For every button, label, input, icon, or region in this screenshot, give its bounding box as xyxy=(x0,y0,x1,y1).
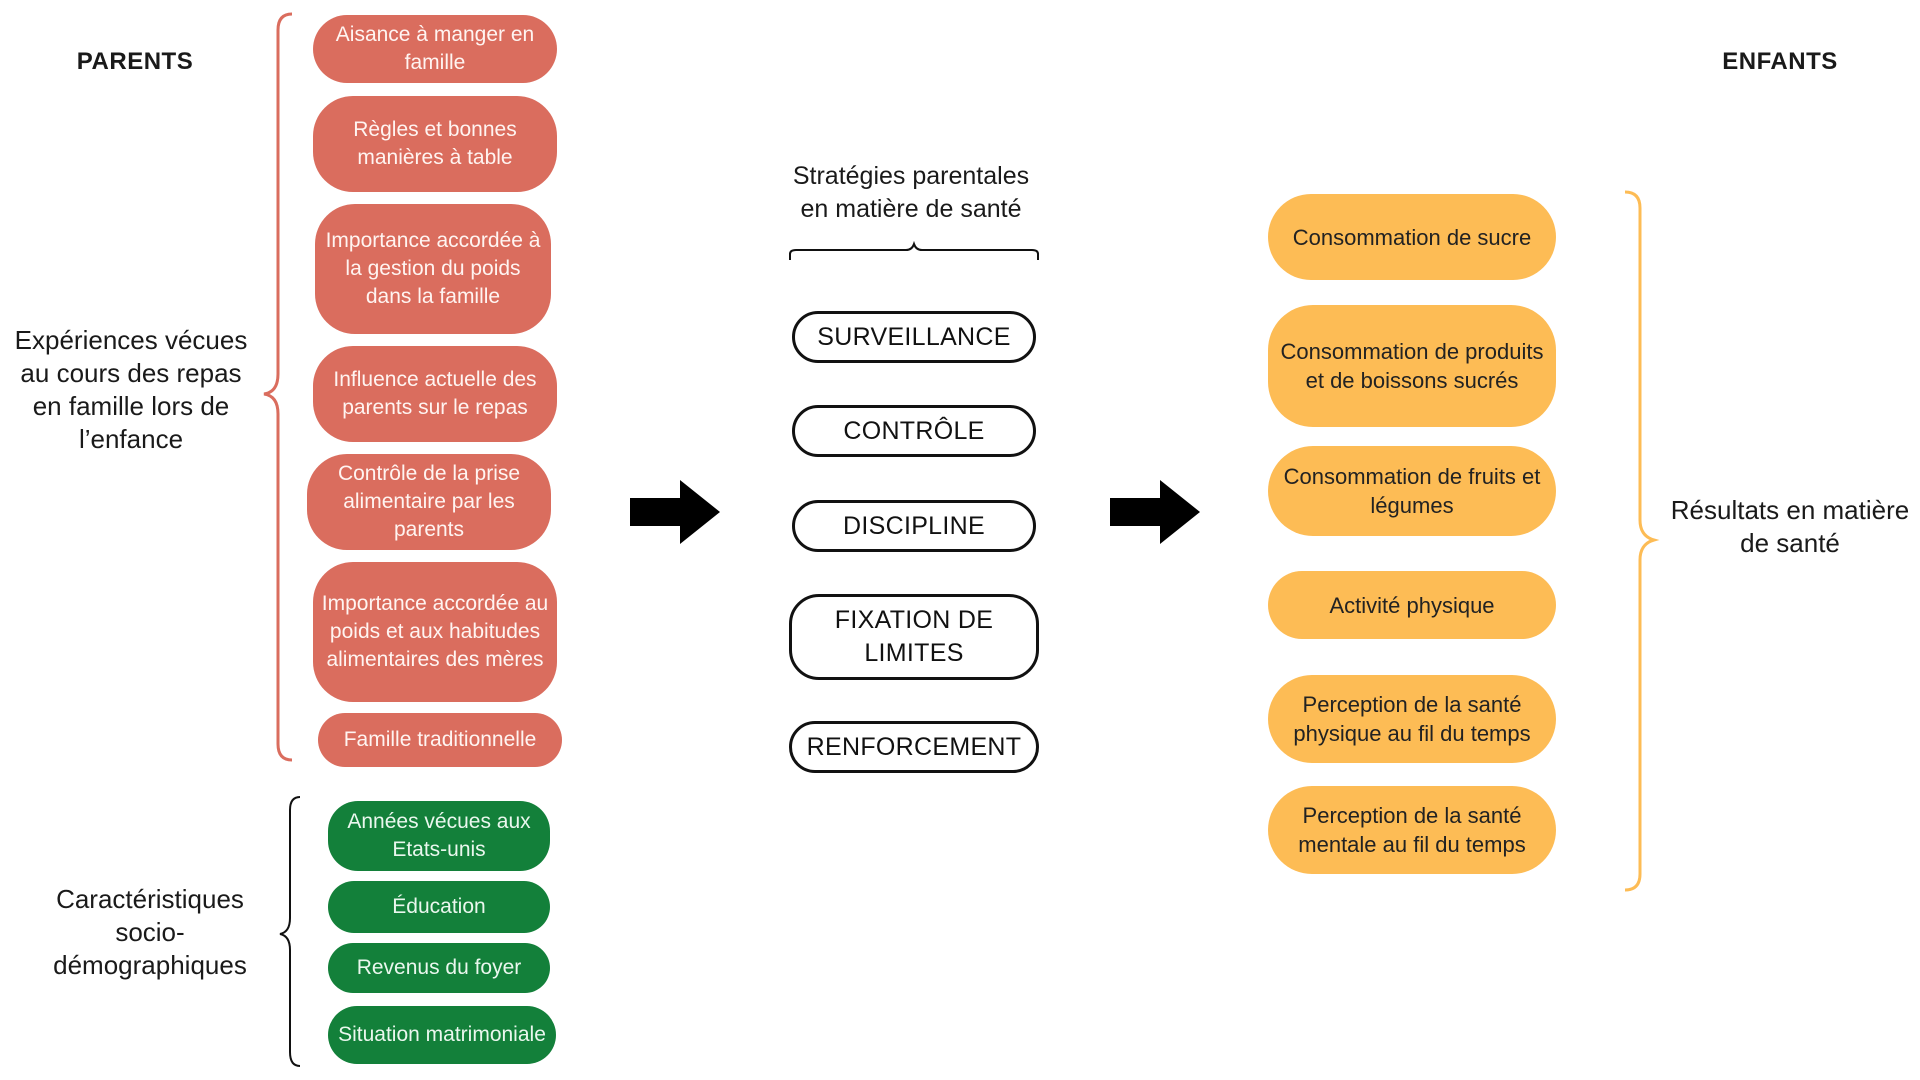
parents-header: PARENTS xyxy=(76,48,194,75)
socio-item: Années vécues aux Etats-unis xyxy=(328,801,550,871)
outcome-item: Perception de la santé physique au fil d… xyxy=(1268,675,1556,763)
strategy-item: RENFORCEMENT xyxy=(789,721,1039,773)
experience-item: Aisance à manger en famille xyxy=(313,15,557,83)
experiences-label: Expériences vécues au cours des repas en… xyxy=(14,325,248,454)
strategies-brace xyxy=(789,240,1039,260)
experience-item: Influence actuelle des parents sur le re… xyxy=(313,346,557,442)
experience-item: Règles et bonnes manières à table xyxy=(313,96,557,192)
strategy-item: SURVEILLANCE xyxy=(792,311,1036,363)
socio-item: Situation matrimoniale xyxy=(328,1006,556,1064)
right-arrow-icon xyxy=(630,480,720,544)
socio-demographics-label: Caractéristiques socio-démographiques xyxy=(53,884,247,980)
experience-item: Famille traditionnelle xyxy=(318,713,562,767)
strategy-item: FIXATION DE LIMITES xyxy=(789,594,1039,680)
right-arrow-icon xyxy=(1110,480,1200,544)
socio-bracket xyxy=(279,796,301,1067)
outcome-item: Activité physique xyxy=(1268,571,1556,639)
outcomes-label: Résultats en matière de santé xyxy=(1670,495,1910,558)
outcome-item: Consommation de sucre xyxy=(1268,194,1556,280)
children-header: ENFANTS xyxy=(1722,48,1838,75)
strategies-title: Stratégies parentales en matière de sant… xyxy=(792,162,1030,223)
strategy-item: DISCIPLINE xyxy=(792,500,1036,552)
socio-item: Éducation xyxy=(328,881,550,933)
outcome-item: Consommation de fruits et légumes xyxy=(1268,446,1556,536)
experience-item: Contrôle de la prise alimentaire par les… xyxy=(307,454,551,550)
experiences-bracket xyxy=(263,12,293,762)
outcome-item: Perception de la santé mentale au fil du… xyxy=(1268,786,1556,874)
outcomes-bracket xyxy=(1624,190,1660,892)
strategy-item: CONTRÔLE xyxy=(792,405,1036,457)
experience-item: Importance accordée à la gestion du poid… xyxy=(315,204,551,334)
outcome-item: Consommation de produits et de boissons … xyxy=(1268,305,1556,427)
socio-item: Revenus du foyer xyxy=(328,943,550,993)
experience-item: Importance accordée au poids et aux habi… xyxy=(313,562,557,702)
